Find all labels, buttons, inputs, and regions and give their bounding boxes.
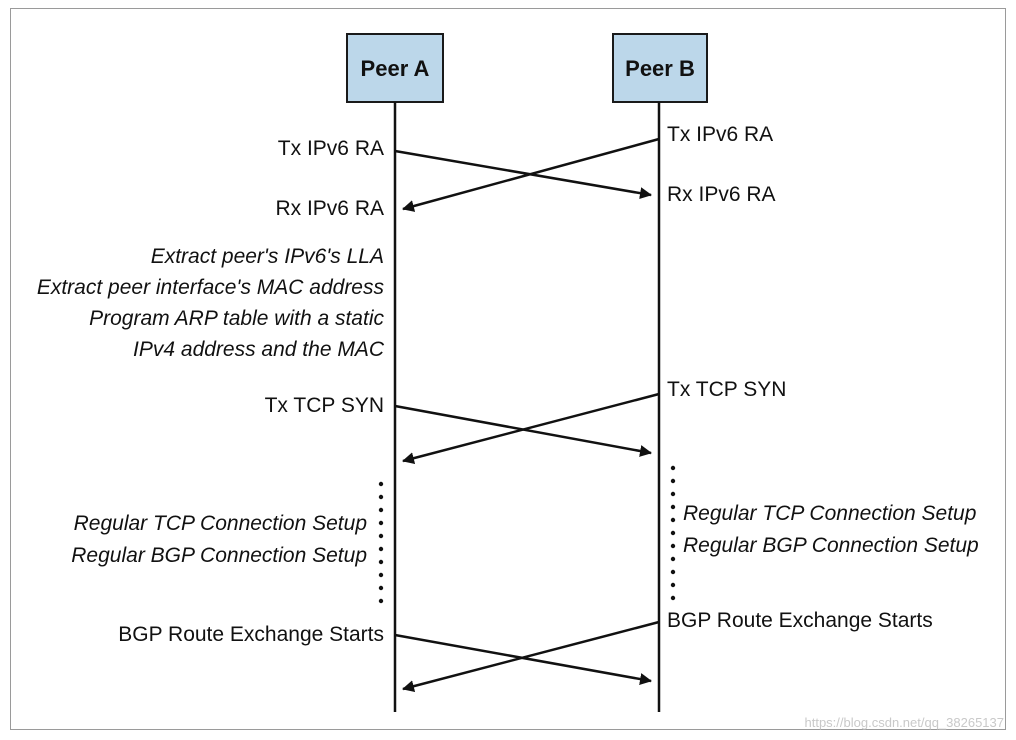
figure-frame <box>10 8 1006 730</box>
arrow-bgp-b-to-a <box>402 620 660 693</box>
arrow-ra-b-to-a <box>402 137 660 212</box>
peer-a-box: Peer A <box>346 33 444 103</box>
watermark: https://blog.csdn.net/qq_38265137 <box>805 715 1005 730</box>
label-tx-ra-b: Tx IPv6 RA <box>667 123 773 146</box>
label-bgp-b: BGP Route Exchange Starts <box>667 609 933 632</box>
note-a-line-4: IPv4 address and the MAC <box>133 338 385 361</box>
arrow-ra-a-to-b <box>394 149 652 200</box>
label-tx-ra-a: Tx IPv6 RA <box>278 137 384 160</box>
setup-b-line-2: Regular BGP Connection Setup <box>683 534 979 557</box>
setup-b-line-1: Regular TCP Connection Setup <box>683 502 976 525</box>
setup-a-line-2: Regular BGP Connection Setup <box>71 544 367 567</box>
label-tx-syn-b: Tx TCP SYN <box>667 378 786 401</box>
peer-a-dotted-setup <box>378 481 384 604</box>
label-rx-ra-a: Rx IPv6 RA <box>275 197 384 220</box>
peer-b-label: Peer B <box>625 56 695 81</box>
arrow-syn-b-to-a <box>402 392 660 465</box>
note-a-line-2: Extract peer interface's MAC address <box>37 276 385 299</box>
note-a-line-1: Extract peer's IPv6's LLA <box>151 245 384 268</box>
peer-a-label: Peer A <box>361 56 430 81</box>
peer-b-dotted-setup <box>670 465 676 601</box>
peer-b-box: Peer B <box>612 33 708 103</box>
note-a-line-3: Program ARP table with a static <box>89 307 384 330</box>
label-rx-ra-b: Rx IPv6 RA <box>667 183 776 206</box>
label-bgp-a: BGP Route Exchange Starts <box>118 623 384 646</box>
label-tx-syn-a: Tx TCP SYN <box>265 394 384 417</box>
setup-a-line-1: Regular TCP Connection Setup <box>74 512 367 535</box>
